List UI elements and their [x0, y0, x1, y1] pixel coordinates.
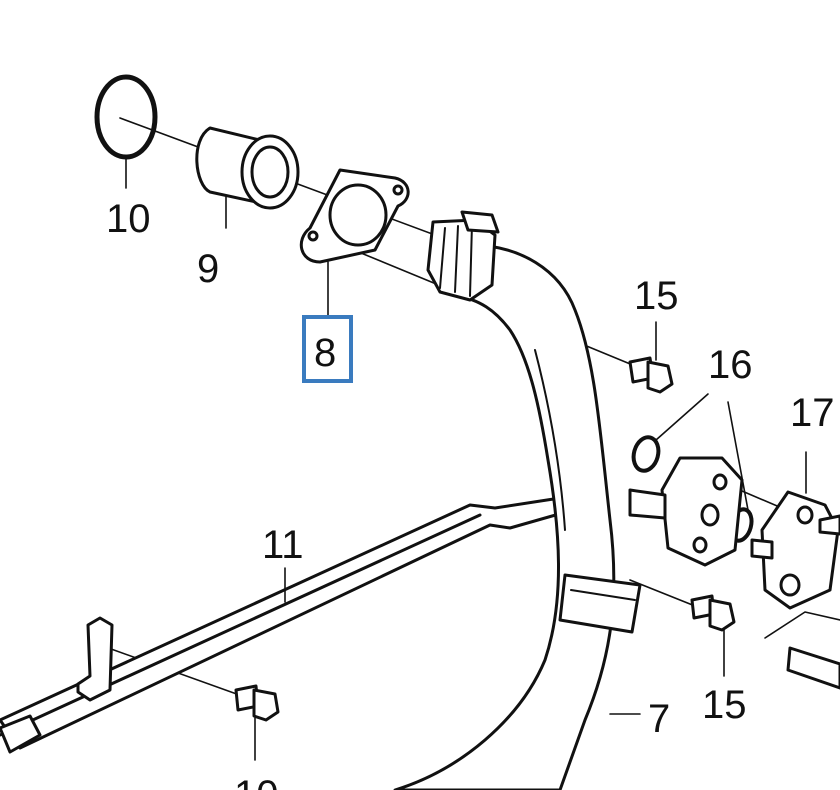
bolt-bottom-left [234, 684, 280, 761]
label-part-15-top: 15 [634, 274, 679, 318]
label-part-7: 7 [648, 697, 670, 741]
gasket-part-8 [299, 168, 410, 317]
label-part-17: 17 [790, 391, 835, 435]
pipe-part-7 [393, 210, 642, 790]
flange-plate [628, 456, 744, 567]
connector-part-17 [750, 451, 840, 690]
highlight-box-part-8 [302, 315, 353, 383]
label-part-bottom-cut: 10 [234, 773, 279, 790]
label-part-10: 10 [106, 197, 151, 241]
bolt-part-15-bottom [690, 594, 736, 677]
label-part-15-bottom: 15 [702, 683, 747, 727]
label-part-16: 16 [708, 343, 753, 387]
label-part-8: 8 [314, 331, 336, 375]
o-ring-part-10 [94, 74, 158, 189]
sleeve-part-9 [195, 126, 300, 229]
label-part-11: 11 [262, 523, 304, 567]
label-part-9: 9 [197, 247, 219, 291]
bolt-part-15-top [628, 321, 674, 394]
